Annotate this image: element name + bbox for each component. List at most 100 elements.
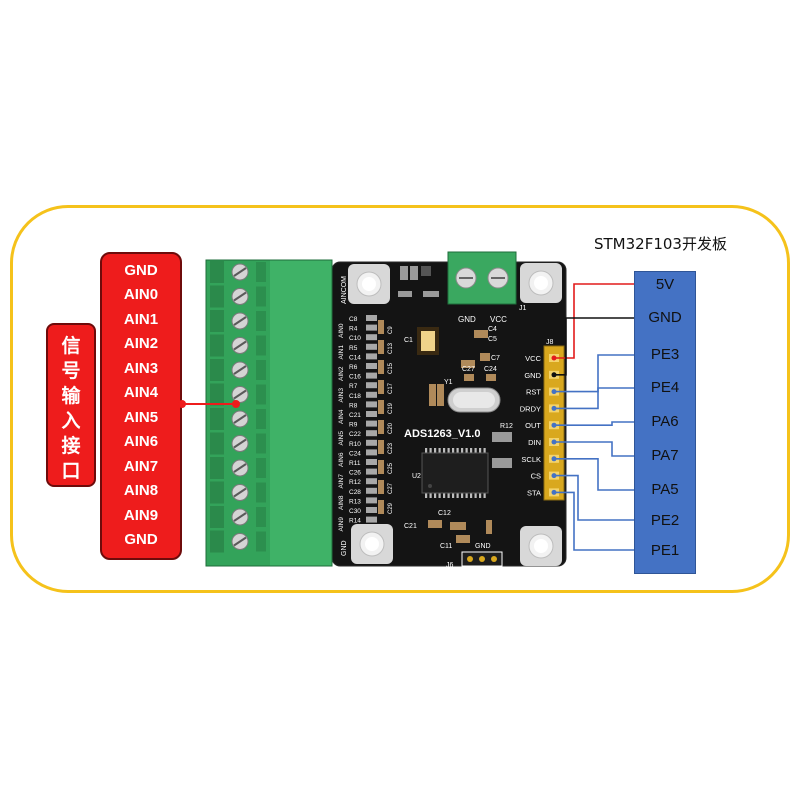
mounting-hole-tr [520,263,562,303]
ic-pin [438,492,441,498]
cap-pad [378,460,384,474]
part-label: R9 [349,422,358,429]
mcu-pin-label: PE3 [650,346,680,363]
ic-pin [443,492,446,498]
j6-label: J6 [446,562,454,569]
c27-label: C27 [462,366,475,373]
part-label: C16 [349,374,361,381]
ic-pin [461,492,464,498]
cap-label: C17 [388,382,394,394]
screw-slot [233,463,247,473]
wire [554,387,634,410]
screw-slot [233,316,247,326]
cap-label: C20 [388,422,394,434]
terminal-label: AIN8 [123,482,159,499]
power-terminal [447,251,517,305]
ic-pin [434,448,437,454]
side-char: 接 [61,435,81,457]
terminal-label: AIN7 [123,458,159,475]
part-label: C14 [349,354,361,361]
wire [554,491,634,551]
terminal-slot [210,310,224,332]
side-char: 入 [61,410,81,432]
ain-silk-label: AIN7 [338,474,345,489]
mcu-pin-label: 5V [655,276,675,293]
screw-slot [233,389,247,400]
part-pad [366,497,377,504]
part-pad [366,507,377,513]
part-pad [366,324,377,331]
ic-pin [483,492,486,498]
terminal-divider [256,507,266,527]
terminal-slot [210,408,224,430]
terminal-divider [256,384,266,405]
connection-wires [551,283,634,551]
mcu-pin-label: PE4 [650,379,680,396]
terminal-label: AIN1 [123,311,159,328]
c4-label: C4 [488,326,497,333]
terminal-divider [256,335,266,356]
part-pad [366,343,377,350]
ic-pin [434,492,437,498]
terminal-divider [256,458,266,478]
part-label: C10 [349,335,361,342]
part-label: R10 [349,441,361,448]
header-pin-label: DIN [528,438,541,447]
bottom-gnd-label: GND [475,543,491,550]
terminal-slot [210,334,224,357]
part-label: C28 [349,489,361,496]
screw-slot [233,512,247,522]
ain-silk-label: AIN2 [338,366,345,381]
part-pad [366,516,377,523]
ic-pin [452,448,455,454]
c21-label: C21 [404,523,417,530]
top-components [398,266,439,297]
c7-label: C7 [491,355,500,362]
terminal-label: GND [124,531,158,548]
screw-slot [233,340,247,351]
ic-pin [470,492,473,498]
header-pin-label: OUT [525,421,541,430]
mcu-pin-label: PA6 [651,413,679,430]
cap-label: C13 [388,342,394,354]
wire [554,317,634,376]
part-label: C18 [349,393,361,400]
mcu-pin-label: PA7 [651,447,679,464]
terminal-slot [210,506,224,528]
terminal-label: AIN5 [123,409,159,426]
cap-pad [378,480,384,494]
ic-pin [474,492,477,498]
y1-label: Y1 [444,379,453,386]
terminal-slot [210,457,224,479]
mounting-hole-br [520,526,562,566]
cap-pad [378,500,384,514]
wire-endpoint [551,422,557,428]
ic-pin [452,492,455,498]
ic-pin [479,492,482,498]
wire [554,354,634,393]
ic-pin [456,448,459,454]
wire [554,421,634,426]
part-label: R7 [349,383,358,390]
cap-label: C27 [388,482,394,494]
part-label: R4 [349,326,358,333]
terminal-slot [210,359,224,381]
board-name: ADS1263_V1.0 [404,428,480,440]
ic-pin [465,492,468,498]
terminal-label: AIN6 [123,433,159,450]
terminal-label: AIN4 [123,384,159,401]
terminal-label: AIN0 [123,286,159,303]
power-gnd-label: GND [458,315,476,324]
cap-pad [378,360,384,374]
part-pad [366,382,377,389]
terminal-label: AIN2 [123,335,159,352]
screw-slot [233,438,247,449]
part-label: C26 [349,470,361,477]
part-label: R8 [349,402,358,409]
header-pin-label: GND [524,371,541,380]
tantalum-cap [417,327,439,355]
side-char: 口 [61,460,81,482]
wire-endpoint [551,389,557,395]
screw-slot [233,487,247,498]
